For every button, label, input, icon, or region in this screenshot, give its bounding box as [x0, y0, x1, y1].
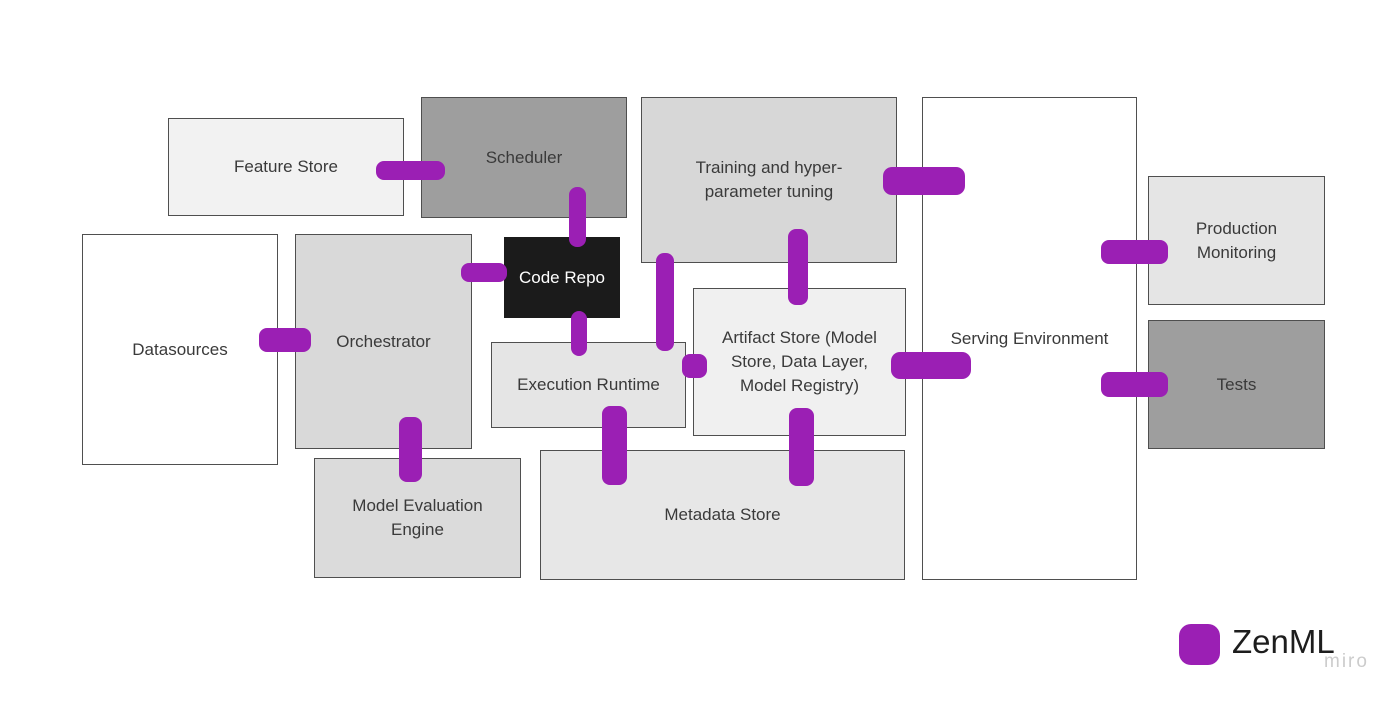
- connector-training--execution-runtime: [656, 253, 674, 351]
- connector-orchestrator--model-evaluation-engine: [399, 417, 422, 482]
- connector-orchestrator--code-repo: [461, 263, 507, 282]
- node-label-artifact-store: Artifact Store (Model Store, Data Layer,…: [722, 328, 877, 395]
- connector-training--serving-environment: [883, 167, 965, 195]
- node-label-model-evaluation-engine: Model Evaluation Engine: [352, 496, 483, 539]
- node-scheduler: Scheduler: [421, 97, 627, 218]
- node-label-execution-runtime: Execution Runtime: [517, 375, 660, 394]
- node-label-serving-environment: Serving Environment: [950, 328, 1109, 348]
- connector-scheduler--code-repo: [569, 187, 586, 247]
- node-label-feature-store: Feature Store: [234, 157, 338, 176]
- node-label-tests: Tests: [1216, 374, 1257, 394]
- connector-artifact-store--metadata-store: [789, 408, 814, 486]
- zenml-brand-text: ZenML: [1232, 623, 1335, 660]
- node-production-monitoring: Production Monitoring: [1148, 176, 1325, 305]
- zenml-legend-swatch: [1179, 624, 1220, 665]
- node-label-code-repo: Code Repo: [518, 267, 605, 287]
- node-label-production-monitoring: Production Monitoring: [1195, 218, 1278, 262]
- connector-serving-environment--production-monitoring: [1101, 240, 1168, 264]
- node-feature-store: Feature Store: [168, 118, 404, 216]
- connector-execution-runtime--metadata-store: [602, 406, 627, 485]
- node-execution-runtime: Execution Runtime: [491, 342, 686, 428]
- connector-serving-environment--tests: [1101, 372, 1168, 397]
- node-training: Training and hyper- parameter tuning: [641, 97, 897, 263]
- node-label-scheduler: Scheduler: [485, 147, 563, 167]
- node-metadata-store: Metadata Store: [540, 450, 905, 580]
- connector-feature-store--scheduler: [376, 161, 445, 180]
- node-label-orchestrator: Orchestrator: [336, 331, 431, 351]
- node-code-repo: Code Repo: [504, 237, 620, 318]
- connector-code-repo--execution-runtime: [571, 311, 587, 356]
- miro-watermark: miro: [1324, 651, 1369, 672]
- connector-training--artifact-store: [788, 229, 808, 305]
- connector-datasources--orchestrator: [259, 328, 311, 352]
- node-datasources: Datasources: [82, 234, 278, 465]
- node-label-datasources: Datasources: [132, 339, 228, 359]
- connector-execution-runtime--artifact-store: [682, 354, 707, 378]
- node-tests: Tests: [1148, 320, 1325, 449]
- node-label-metadata-store: Metadata Store: [664, 505, 781, 524]
- node-label-training: Training and hyper- parameter tuning: [695, 158, 843, 201]
- connector-artifact-store--serving-environment: [891, 352, 971, 379]
- node-orchestrator: Orchestrator: [295, 234, 472, 449]
